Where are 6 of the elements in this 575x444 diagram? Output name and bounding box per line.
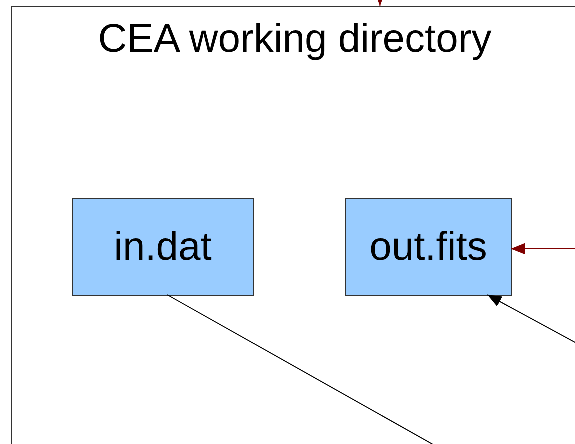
file-box: out.fits bbox=[345, 198, 512, 296]
arrow bbox=[510, 243, 575, 255]
directory-title: CEA working directory bbox=[97, 17, 493, 62]
directory-frame bbox=[11, 6, 575, 444]
file-box: in.dat bbox=[72, 198, 254, 296]
arrow bbox=[487, 294, 575, 346]
